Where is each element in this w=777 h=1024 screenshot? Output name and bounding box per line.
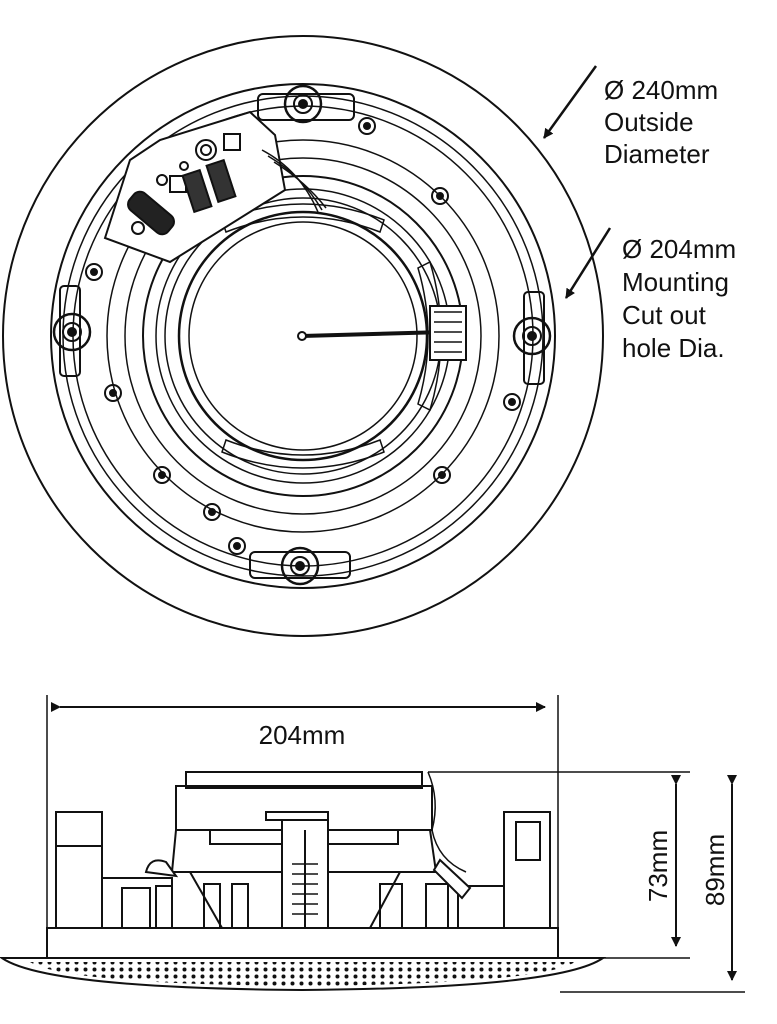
terminal-board [103,110,287,264]
tweeter-bar [301,330,446,338]
outside-leader [542,65,598,139]
top-view [2,35,604,637]
depth-dimension-label: 73mm [643,830,673,902]
outer-flange-circle [2,35,604,637]
width-dimension-label: 204mm [259,720,346,750]
cone-circle [177,210,429,462]
cutout-label-line3: Cut out [622,300,707,330]
side-view [0,695,745,993]
outside-diameter-label: Ø 240mm Outside Diameter [604,75,718,169]
clamp-right [512,291,552,385]
height-dimension-label: 89mm [700,834,730,906]
cutout-label-line4: hole Dia. [622,333,725,363]
right-clamp [503,811,551,929]
mounting-rim-outer [50,83,556,589]
cutout-label-line2: Mounting [622,267,729,297]
screws [85,117,521,555]
bezel-plate [46,927,559,959]
cutout-leader [564,227,612,299]
clamp-top [257,84,355,124]
clamp-left [52,285,92,377]
cutout-label-line1: Ø 204mm [622,234,736,264]
cutout-diameter-label: Ø 204mm Mounting Cut out hole Dia. [622,234,736,363]
outside-label-line1: Ø 240mm [604,75,718,105]
outside-label-line3: Diameter [604,139,710,169]
clamp-bottom [249,546,351,586]
outside-label-line2: Outside [604,107,694,137]
left-clamp [55,811,103,929]
